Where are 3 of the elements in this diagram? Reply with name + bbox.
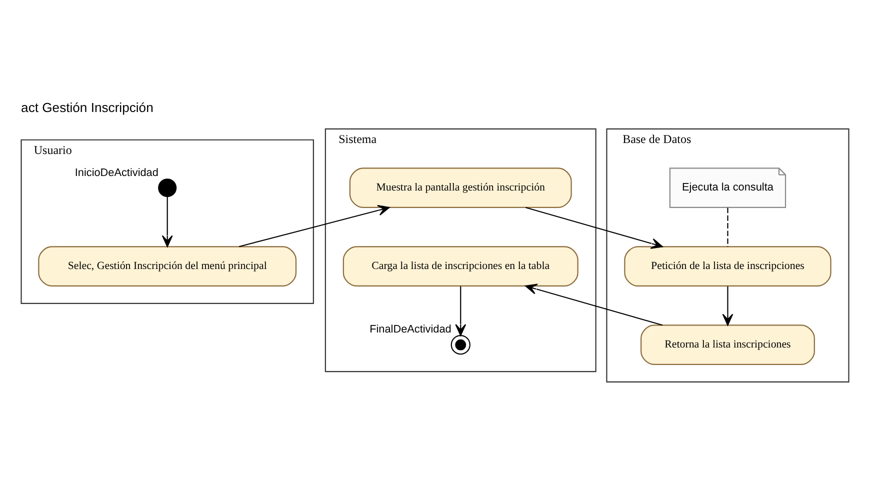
diagram-title: act Gestión Inscripción [21, 100, 154, 116]
node-label: FinalDeActividad [370, 323, 452, 336]
node-label: InicioDeActividad [74, 166, 158, 179]
